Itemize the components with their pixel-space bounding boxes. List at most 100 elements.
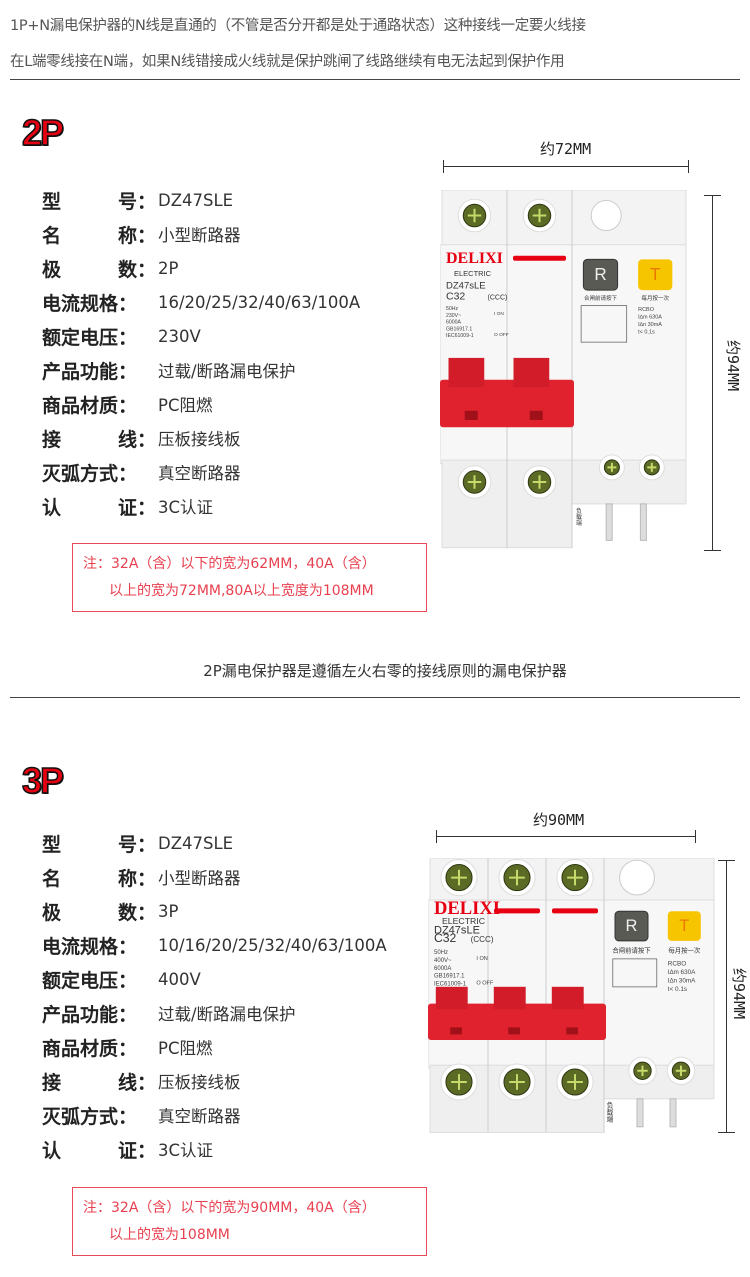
model-label: DZ47sLE (434, 925, 480, 937)
spec-label-part: 额定电压： (42, 969, 138, 992)
spec-label-part: 名 (42, 867, 62, 890)
width-dimension-line-2p (443, 160, 689, 173)
test-button-label: T (679, 917, 689, 935)
spec-label: 电流规格： (42, 932, 158, 959)
reset-button-label: R (594, 265, 606, 284)
brand-subtitle: ELECTRIC (454, 269, 492, 278)
rcbo-print: I∆m 630A (638, 315, 662, 321)
screw-slot (509, 869, 525, 886)
spec-value: 压板接线板 (158, 1073, 241, 1092)
spec-label-part: 称： (117, 867, 156, 890)
rcbo-print: RCBO (638, 307, 655, 313)
spec-label-part: 号： (117, 190, 156, 213)
spec-value: DZ47SLE (158, 833, 234, 853)
test-hint: 每月按一次 (641, 294, 669, 302)
test-window (590, 200, 622, 232)
brand-logo: DELIXI (446, 250, 503, 267)
intro-text: 1P+N漏电保护器的N线是直通的（不管是否分开都是处于通路状态）这种接线一定要火… (10, 8, 586, 80)
pole-stripe (494, 908, 540, 914)
spec-value: 小型断路器 (158, 226, 241, 245)
ccc-mark: (CCC) (488, 295, 508, 302)
note-line-1: 注：32A（含）以下的宽为90MM，40A（含） (83, 1200, 376, 1216)
spec-label: 产品功能： (42, 1000, 158, 1027)
reset-button (614, 910, 649, 942)
spec-value: 3C认证 (158, 1141, 214, 1160)
spec-label-part: 灭弧方式： (42, 462, 138, 485)
rcd-bottom-block (571, 459, 687, 505)
spec-label-part: 额定电压： (42, 326, 138, 349)
screw-slot (637, 1065, 648, 1077)
rcbo-print: I∆m 630A (668, 969, 696, 976)
spec-print: 230V~ (446, 313, 461, 319)
spec-label: 名 称： (42, 864, 158, 891)
reset-hint: 合闸前请按下 (612, 946, 651, 955)
circuit-diagram (612, 958, 658, 988)
spec-row: 认证：3C认证 (42, 1132, 387, 1166)
spec-label-part: 线： (117, 1071, 156, 1094)
handle-lever (493, 986, 526, 1010)
spec-value: PC阻燃 (158, 396, 213, 415)
spec-label: 商品材质： (42, 1034, 158, 1061)
screw-slot (675, 1065, 687, 1077)
width-label-2p: 约72MM (540, 140, 592, 158)
intro-line-1: 1P+N漏电保护器的N线是直通的（不管是否分开都是处于通路状态）这种接线一定要火… (10, 18, 586, 34)
handle-lever (435, 986, 468, 1010)
breaker-drawing: DELIXIELECTRICDZ47sLEC32(CCC)50Hz230V~60… (439, 189, 687, 549)
toggle-handle (428, 1003, 606, 1040)
note-line-1: 注：32A（含）以下的宽为62MM，40A（含） (83, 556, 376, 572)
divider (10, 697, 740, 698)
breaker-drawing: DELIXIELECTRICDZ47sLEC32(CCC)50Hz400V~60… (427, 857, 715, 1133)
section-heading-2p: 2P (21, 111, 65, 154)
spec-value: PC阻燃 (158, 1039, 213, 1058)
reset-button (582, 258, 619, 291)
screw-slot (467, 475, 482, 489)
spec-label-part: 灭弧方式： (42, 1105, 138, 1128)
spec-row: 商品材质：PC阻燃 (42, 387, 360, 421)
caption: 2P漏电保护器是遵循左火右零的接线原则的漏电保护器 (203, 662, 567, 680)
ccc-mark: (CCC) (471, 935, 494, 944)
spec-label-part: 电流规格： (42, 935, 138, 958)
spec-row: 灭弧方式：真空断路器 (42, 455, 360, 489)
test-hint: 每月按一次 (668, 946, 701, 955)
spec-label: 认证： (42, 1136, 158, 1163)
note-box-3p: 注：32A（含）以下的宽为90MM，40A（含） 以上的宽为108MM (72, 1187, 427, 1256)
spec-label-part: 数： (117, 258, 156, 281)
rcbo-print: RCBO (668, 960, 686, 967)
circuit-diagram (580, 305, 628, 343)
spec-label: 灭弧方式： (42, 459, 158, 486)
spec-label: 认 证： (42, 493, 158, 520)
load-side-label: 负载端 (606, 1101, 614, 1124)
neutral-pin (639, 503, 647, 541)
spec-label: 商品材质： (42, 391, 158, 418)
spec-row: 极数：3P (42, 894, 387, 928)
handle-slot (508, 1027, 520, 1035)
spec-label-part: 商品材质： (42, 1037, 138, 1060)
spec-print: 6000A (446, 320, 462, 326)
spec-label-part: 认 (42, 496, 62, 519)
spec-value: DZ47SLE (158, 190, 234, 210)
spec-label: 极数： (42, 255, 158, 282)
spec-value: 过载/断路漏电保护 (158, 1005, 296, 1024)
screw-slot (567, 1074, 583, 1090)
handle-slot (464, 410, 478, 420)
test-button (638, 259, 673, 291)
handle-slot (566, 1027, 578, 1035)
spec-value: 小型断路器 (158, 869, 241, 888)
spec-label-part: 产品功能： (42, 1003, 138, 1026)
spec-label: 接线： (42, 1068, 158, 1095)
spec-label-part: 证： (117, 496, 156, 519)
spec-label-part: 产品功能： (42, 360, 138, 383)
pole-stripe (513, 255, 566, 261)
width-dimension-line-3p (436, 830, 696, 843)
spec-label-part: 名 (42, 224, 62, 247)
test-button-label: T (650, 265, 661, 284)
brand-logo: DELIXI (434, 898, 500, 919)
note-line-2: 以上的宽为108MM (109, 1227, 230, 1243)
height-dimension-line-3p (718, 860, 735, 1133)
spec-value: 2P (158, 258, 179, 278)
on-label: I ON (476, 956, 487, 962)
spec-print: GB16917.1 (446, 326, 472, 332)
